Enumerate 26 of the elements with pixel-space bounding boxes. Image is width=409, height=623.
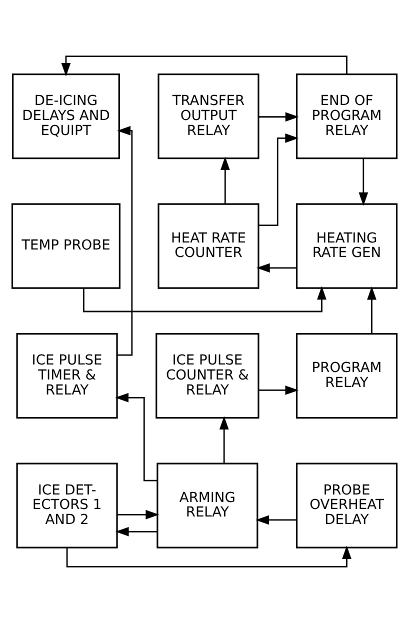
arrow bbox=[219, 416, 229, 464]
arrow bbox=[117, 510, 160, 520]
node-box: DE-ICING DELAYS AND EQUIPT bbox=[12, 74, 120, 160]
node-box: ICE PULSE COUNTER & RELAY bbox=[156, 333, 260, 419]
node-box: TRANSFER OUTPUT RELAY bbox=[158, 74, 260, 160]
node-box: HEAT RATE COUNTER bbox=[158, 203, 260, 289]
arrow bbox=[83, 286, 326, 312]
arrow bbox=[258, 386, 299, 395]
arrow bbox=[358, 158, 368, 206]
node-box: HEATING RATE GEN bbox=[296, 203, 398, 289]
arrow bbox=[66, 546, 352, 568]
arrow bbox=[258, 133, 299, 226]
node-box: PROBE OVERHEAT DELAY bbox=[296, 462, 398, 548]
node-box: ICE PULSE TIMER & RELAY bbox=[16, 333, 118, 419]
arrow bbox=[256, 263, 296, 273]
arrow bbox=[367, 286, 376, 334]
node-box: ICE DET- ECTORS 1 AND 2 bbox=[16, 462, 118, 548]
arrow bbox=[256, 515, 296, 525]
arrow bbox=[258, 112, 299, 122]
node-box: TEMP PROBE bbox=[11, 203, 120, 289]
arrow bbox=[61, 56, 348, 76]
node-box: ARMING RELAY bbox=[156, 462, 258, 548]
arrow bbox=[115, 526, 158, 536]
arrow bbox=[220, 156, 230, 204]
node-box: END OF PROGRAM RELAY bbox=[296, 74, 398, 160]
node-box: PROGRAM RELAY bbox=[296, 333, 398, 419]
